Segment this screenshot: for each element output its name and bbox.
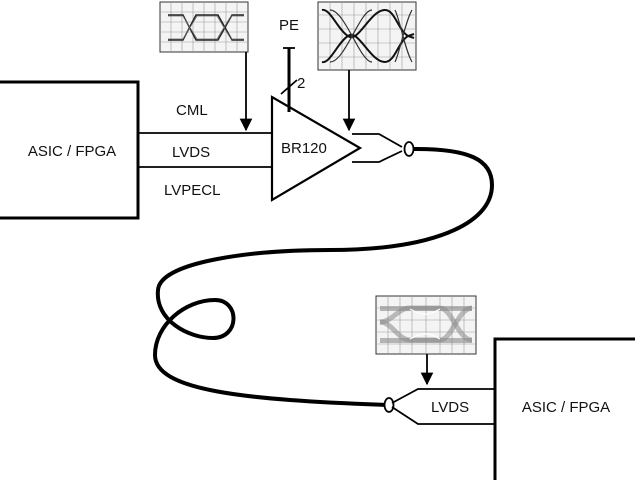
left-block-label: ASIC / FPGA — [28, 143, 116, 160]
br120-driver: BR120 — [270, 95, 363, 202]
cable — [153, 146, 494, 407]
input-eye-grid — [160, 2, 248, 52]
input-bus — [138, 132, 273, 168]
driver-label: BR120 — [281, 140, 327, 157]
right-asic-fpga-block: ASIC / FPGA — [493, 337, 635, 480]
cable-connector-bottom — [383, 397, 395, 413]
cable-connector-top — [403, 141, 415, 157]
receiver-eye-diagram — [375, 295, 477, 386]
driver-output-pair — [352, 133, 403, 163]
input-eye-diagram — [159, 1, 253, 132]
receiver-lvds-label: LVDS — [431, 399, 469, 416]
receiver-input-pair: LVDS — [391, 388, 495, 425]
left-asic-fpga-block: ASIC / FPGA — [0, 80, 140, 220]
standard-lvpecl-label: LVPECL — [164, 182, 220, 199]
output-eye-diagram — [317, 1, 417, 132]
pe-label: PE — [279, 17, 299, 34]
pe-bus-width: 2 — [297, 75, 305, 92]
right-block-label: ASIC / FPGA — [522, 399, 610, 416]
standard-lvds-label: LVDS — [172, 144, 210, 161]
pe-control: PE 2 — [279, 17, 305, 112]
standard-cml-label: CML — [176, 102, 208, 119]
